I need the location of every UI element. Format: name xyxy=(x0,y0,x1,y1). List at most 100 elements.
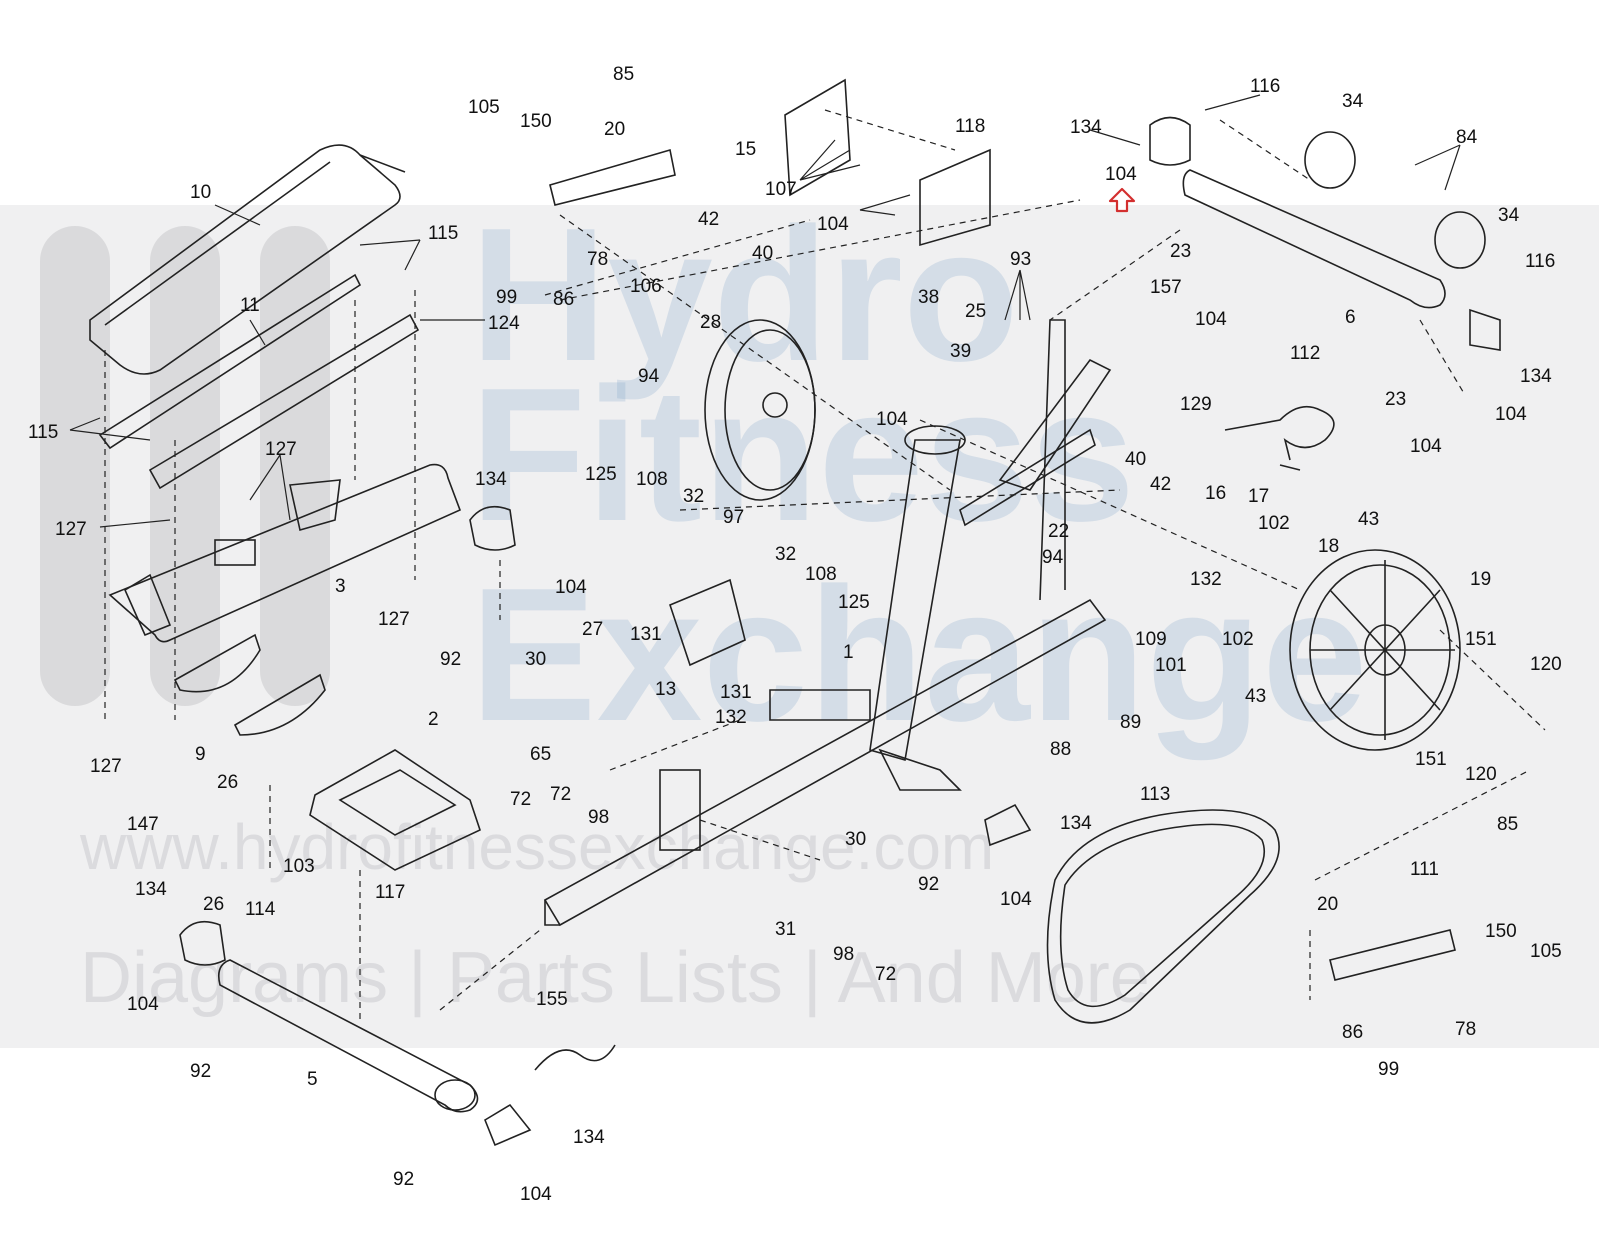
part-callout[interactable]: 114 xyxy=(245,899,276,920)
part-callout[interactable]: 78 xyxy=(1455,1019,1477,1040)
part-callout[interactable]: 115 xyxy=(28,422,59,443)
part-callout[interactable]: 116 xyxy=(1250,76,1281,97)
part-callout[interactable]: 117 xyxy=(375,882,406,903)
part-callout[interactable]: 104 xyxy=(520,1184,552,1205)
part-callout[interactable]: 42 xyxy=(698,209,720,230)
part-callout[interactable]: 42 xyxy=(1150,474,1172,495)
part-callout[interactable]: 39 xyxy=(950,341,972,362)
part-callout[interactable]: 30 xyxy=(845,829,867,850)
part-callout[interactable]: 105 xyxy=(1530,941,1562,962)
part-callout[interactable]: 124 xyxy=(488,313,520,334)
part-callout[interactable]: 1 xyxy=(843,642,854,663)
part-callout[interactable]: 150 xyxy=(1485,921,1517,942)
part-callout[interactable]: 6 xyxy=(1345,307,1356,328)
part-callout[interactable]: 104 xyxy=(817,214,849,235)
part-callout[interactable]: 99 xyxy=(496,287,518,308)
part-callout[interactable]: 72 xyxy=(550,784,572,805)
part-callout[interactable]: 104 xyxy=(876,409,908,430)
part-callout[interactable]: 104 xyxy=(1410,436,1442,457)
part-callout[interactable]: 97 xyxy=(723,507,745,528)
part-callout[interactable]: 112 xyxy=(1290,343,1321,364)
part-callout[interactable]: 40 xyxy=(1125,449,1147,470)
part-callout[interactable]: 120 xyxy=(1530,654,1562,675)
part-callout[interactable]: 132 xyxy=(1190,569,1222,590)
part-callout[interactable]: 116 xyxy=(1525,251,1556,272)
part-callout[interactable]: 151 xyxy=(1415,749,1447,770)
part-callout[interactable]: 151 xyxy=(1465,629,1497,650)
part-callout[interactable]: 78 xyxy=(587,249,609,270)
part-callout[interactable]: 104 xyxy=(1105,164,1137,185)
part-callout[interactable]: 103 xyxy=(283,856,315,877)
part-callout[interactable]: 94 xyxy=(1042,547,1064,568)
part-callout[interactable]: 150 xyxy=(520,111,552,132)
part-callout[interactable]: 32 xyxy=(775,544,797,565)
part-callout[interactable]: 88 xyxy=(1050,739,1072,760)
part-callout[interactable]: 111 xyxy=(1410,859,1439,880)
part-callout[interactable]: 134 xyxy=(1520,366,1552,387)
part-callout[interactable]: 125 xyxy=(585,464,617,485)
part-callout[interactable]: 5 xyxy=(307,1069,318,1090)
part-callout[interactable]: 38 xyxy=(918,287,940,308)
part-callout[interactable]: 26 xyxy=(203,894,225,915)
part-callout[interactable]: 92 xyxy=(190,1061,212,1082)
part-callout[interactable]: 10 xyxy=(190,182,212,203)
part-callout[interactable]: 102 xyxy=(1258,513,1290,534)
part-callout[interactable]: 20 xyxy=(1317,894,1339,915)
part-callout[interactable]: 92 xyxy=(393,1169,415,1190)
part-callout[interactable]: 118 xyxy=(955,116,986,137)
part-callout[interactable]: 134 xyxy=(475,469,507,490)
part-callout[interactable]: 127 xyxy=(55,519,87,540)
part-callout[interactable]: 26 xyxy=(217,772,239,793)
part-callout[interactable]: 127 xyxy=(378,609,410,630)
part-callout[interactable]: 134 xyxy=(573,1127,605,1148)
part-callout[interactable]: 34 xyxy=(1498,205,1520,226)
part-callout[interactable]: 134 xyxy=(1070,117,1102,138)
part-callout[interactable]: 25 xyxy=(965,301,987,322)
part-callout[interactable]: 17 xyxy=(1248,486,1270,507)
part-callout[interactable]: 104 xyxy=(1495,404,1527,425)
part-callout[interactable]: 86 xyxy=(1342,1022,1364,1043)
part-callout[interactable]: 85 xyxy=(613,64,635,85)
part-callout[interactable]: 127 xyxy=(90,756,122,777)
part-callout[interactable]: 72 xyxy=(510,789,532,810)
part-callout[interactable]: 20 xyxy=(604,119,626,140)
part-callout[interactable]: 86 xyxy=(553,289,575,310)
part-callout[interactable]: 43 xyxy=(1245,686,1267,707)
part-callout[interactable]: 11 xyxy=(240,295,260,316)
part-callout[interactable]: 34 xyxy=(1342,91,1364,112)
part-callout[interactable]: 157 xyxy=(1150,277,1182,298)
part-callout[interactable]: 84 xyxy=(1456,127,1478,148)
part-callout[interactable]: 125 xyxy=(838,592,870,613)
part-callout[interactable]: 65 xyxy=(530,744,552,765)
part-callout[interactable]: 98 xyxy=(588,807,610,828)
part-callout[interactable]: 104 xyxy=(1000,889,1032,910)
part-callout[interactable]: 23 xyxy=(1385,389,1407,410)
part-callout[interactable]: 92 xyxy=(440,649,462,670)
part-callout[interactable]: 93 xyxy=(1010,249,1032,270)
part-callout[interactable]: 89 xyxy=(1120,712,1142,733)
part-callout[interactable]: 129 xyxy=(1180,394,1212,415)
part-callout[interactable]: 102 xyxy=(1222,629,1254,650)
part-callout[interactable]: 108 xyxy=(805,564,837,585)
part-callout[interactable]: 104 xyxy=(1195,309,1227,330)
part-callout[interactable]: 98 xyxy=(833,944,855,965)
part-callout[interactable]: 99 xyxy=(1378,1059,1400,1080)
part-callout[interactable]: 92 xyxy=(918,874,940,895)
part-callout[interactable]: 16 xyxy=(1205,483,1227,504)
part-callout[interactable]: 2 xyxy=(428,709,439,730)
part-callout[interactable]: 30 xyxy=(525,649,547,670)
part-callout[interactable]: 85 xyxy=(1497,814,1519,835)
part-callout[interactable]: 106 xyxy=(630,276,662,297)
part-callout[interactable]: 107 xyxy=(765,179,797,200)
part-callout[interactable]: 147 xyxy=(127,814,159,835)
part-callout[interactable]: 131 xyxy=(630,624,662,645)
part-callout[interactable]: 28 xyxy=(700,312,722,333)
part-callout[interactable]: 120 xyxy=(1465,764,1497,785)
part-callout[interactable]: 134 xyxy=(135,879,167,900)
part-callout[interactable]: 40 xyxy=(752,243,774,264)
part-callout[interactable]: 18 xyxy=(1318,536,1340,557)
part-callout[interactable]: 27 xyxy=(582,619,604,640)
part-callout[interactable]: 109 xyxy=(1135,629,1167,650)
part-callout[interactable]: 131 xyxy=(720,682,752,703)
part-callout[interactable]: 104 xyxy=(127,994,159,1015)
